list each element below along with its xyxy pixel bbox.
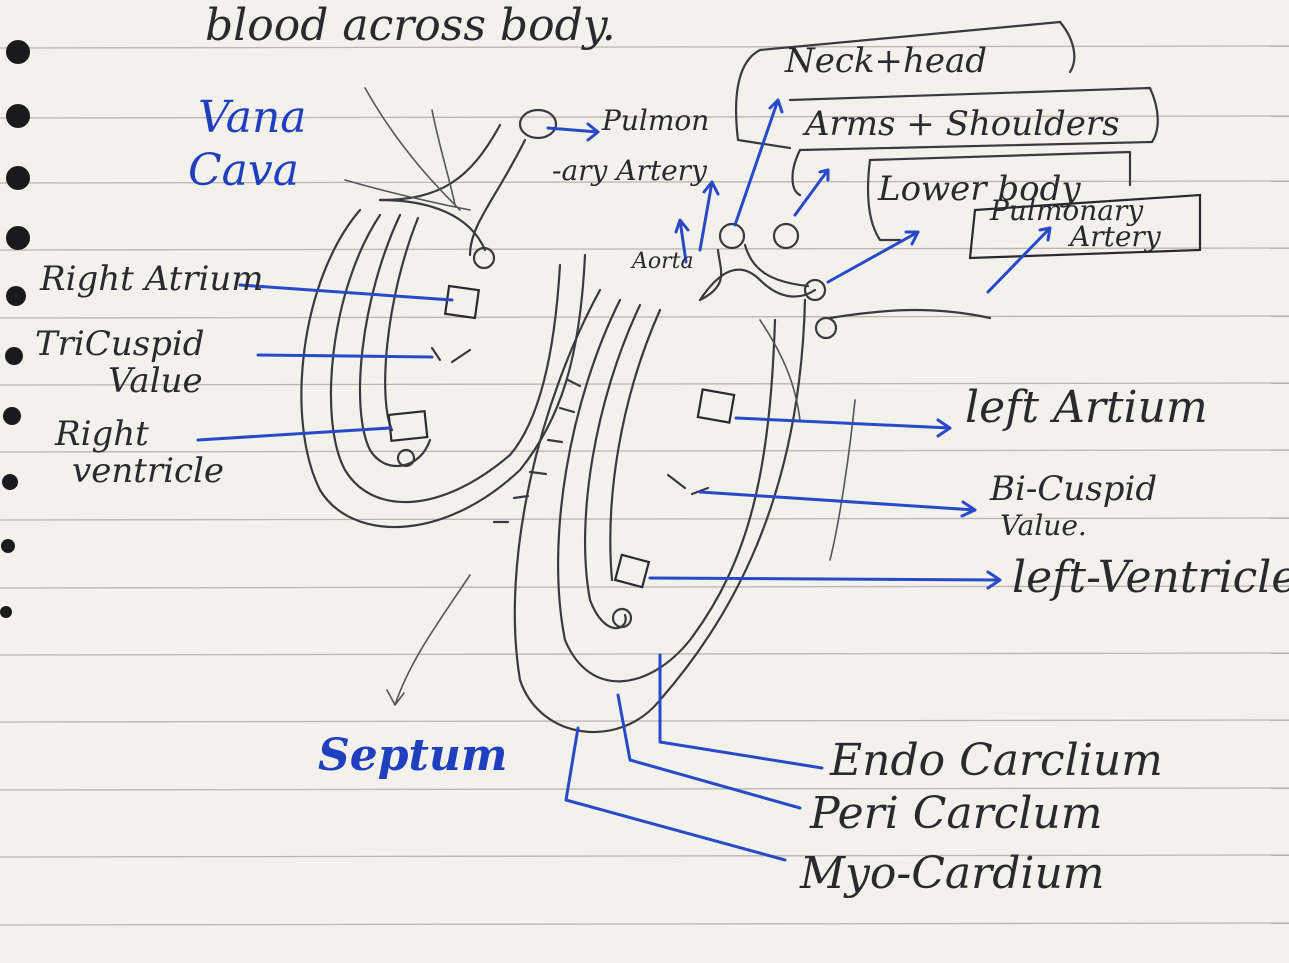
left-atrium-label: left Artium [965, 382, 1208, 433]
tricuspid-label-1: TriCuspid [35, 324, 205, 364]
vena-cava-label-1: Vana [198, 92, 307, 143]
pulmonary-artery-label-1: Pulmon [601, 104, 709, 137]
aorta-label: Aorta [630, 249, 694, 274]
tricuspid-leader [258, 355, 432, 357]
right-atrium-label: Right Atrium [39, 259, 264, 299]
bicuspid-label-2: Value. [1000, 509, 1087, 542]
right-ventricle-label-1: Right [54, 414, 149, 454]
header-text: blood across body. [205, 0, 616, 51]
bicuspid-label-1: Bi-Cuspid [989, 469, 1157, 509]
tricuspid-label-2: Value [108, 361, 203, 401]
pulmonary-artery-box-label-2: Artery [1067, 220, 1162, 253]
vena-cava-label-2: Cava [188, 145, 299, 196]
lower-body-arrow [828, 232, 918, 282]
left-atrium-square [698, 389, 734, 422]
pulmonary-artery-label-2: -ary Artery [552, 154, 708, 187]
right-ventricle-square [389, 411, 428, 441]
septum-label: Septum [318, 730, 507, 781]
pericardium-leader [618, 695, 800, 808]
left-ventricle-square [615, 555, 649, 587]
right-ventricle-label-2: ventricle [72, 451, 224, 491]
pulmonary-artery-arrow [988, 228, 1050, 292]
neck-head-label: Neck+head [784, 41, 987, 81]
endocardium-label: Endo Carclium [829, 735, 1163, 786]
bicuspid-leader [700, 492, 975, 516]
pericardium-label: Peri Carclum [809, 788, 1102, 839]
arms-arrow [795, 170, 828, 215]
left-ventricle-label: left-Ventricle [1012, 552, 1289, 603]
binding-holes [0, 40, 30, 618]
right-atrium-square [445, 286, 479, 318]
aorta-arrow-up [700, 182, 718, 250]
myocardium-label: Myo-Cardium [799, 848, 1105, 899]
left-ventricle-leader [650, 572, 1000, 588]
neck-head-arrow [735, 100, 782, 225]
right-ventricle-leader [198, 428, 390, 440]
arms-shoulders-label: Arms + Shoulders [802, 104, 1120, 144]
right-atrium-leader [240, 285, 452, 300]
